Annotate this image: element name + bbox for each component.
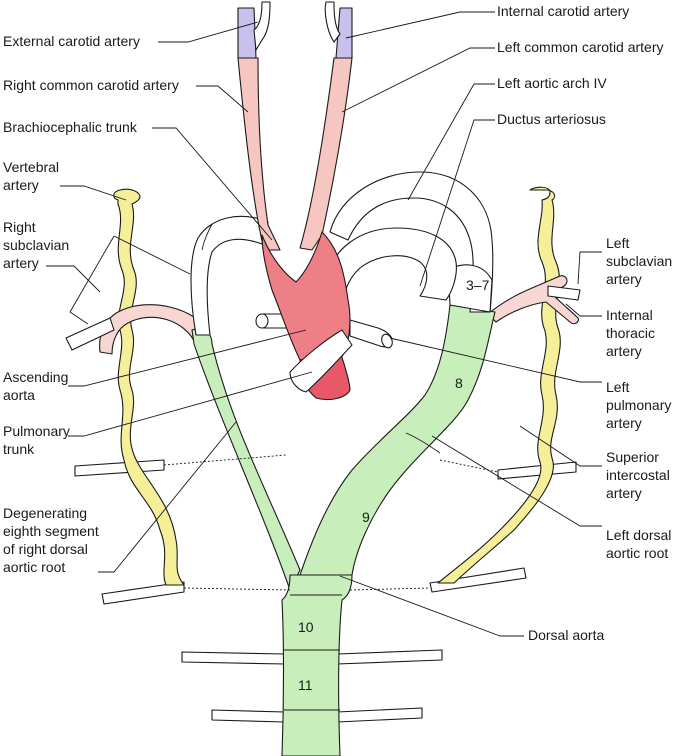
segment-9: 9 [362, 509, 370, 525]
right-internal-carotid-tip [237, 7, 257, 59]
label-superior-intercostal-artery: Superior intercostal artery [606, 449, 674, 501]
label-ductus-arteriosus: Ductus arteriosus [497, 111, 606, 127]
label-left-dorsal-aortic-root: Left dorsal aortic root [606, 527, 675, 561]
dorsal-aorta-system [191, 304, 496, 756]
label-left-subclavian-artery: Left subclavian artery [606, 235, 676, 287]
label-right-common-carotid-artery: Right common carotid artery [3, 77, 179, 93]
label-brachiocephalic-trunk: Brachiocephalic trunk [3, 119, 138, 135]
left-subclavian-artery [487, 275, 579, 325]
right-external-carotid-tip [253, 1, 271, 51]
segment-8: 8 [455, 375, 463, 391]
leader-lines [46, 11, 602, 637]
right-common-carotid-artery [237, 57, 281, 251]
left-common-carotid-artery [299, 57, 353, 251]
label-left-aortic-arch-iv: Left aortic arch IV [497, 75, 607, 91]
carotid-system [237, 57, 353, 401]
dorsal-aorta [281, 574, 353, 756]
label-ascending-aorta: Ascending aorta [3, 369, 72, 403]
carotid-tips [237, 1, 353, 59]
label-right-subclavian-artery: Right subclavian artery [3, 219, 73, 271]
ductus-arteriosus [325, 227, 457, 316]
segment-10: 10 [298, 619, 314, 635]
segment-numbers: 3–7 8 9 10 11 [298, 277, 490, 693]
label-left-common-carotid-artery: Left common carotid artery [497, 39, 664, 55]
brachiocephalic-trunk [261, 231, 351, 361]
label-vertebral-artery: Vertebral artery [3, 159, 63, 193]
segment-11: 11 [298, 677, 313, 693]
left-internal-carotid-tip [335, 7, 353, 59]
right-dorsal-aortic-root [191, 328, 301, 591]
label-internal-carotid-artery: Internal carotid artery [497, 3, 629, 19]
left-external-carotid-tip [324, 1, 341, 43]
right-aortic-arch-outline [190, 215, 269, 336]
label-internal-thoracic-artery: Internal thoracic artery [606, 307, 659, 359]
right-subclavian-artery [99, 304, 209, 355]
left-subclavian-stub [547, 285, 581, 301]
pulmonary-trunk [289, 329, 353, 393]
right-vertebral-artery [113, 188, 185, 586]
labels: Internal carotid artery External carotid… [3, 3, 676, 643]
label-dorsal-aorta: Dorsal aorta [528, 627, 604, 643]
segment-3-7: 3–7 [466, 277, 490, 293]
label-pulmonary-trunk: Pulmonary trunk [3, 423, 74, 457]
label-degenerating-segment: Degenerating eighth segment of right dor… [3, 505, 103, 575]
label-external-carotid-artery: External carotid artery [3, 33, 140, 49]
right-arch-segment-line [201, 223, 213, 251]
label-left-pulmonary-artery: Left pulmonary artery [606, 379, 675, 431]
right-subclavian-stub [65, 317, 115, 351]
subclavian-arteries [65, 275, 581, 355]
